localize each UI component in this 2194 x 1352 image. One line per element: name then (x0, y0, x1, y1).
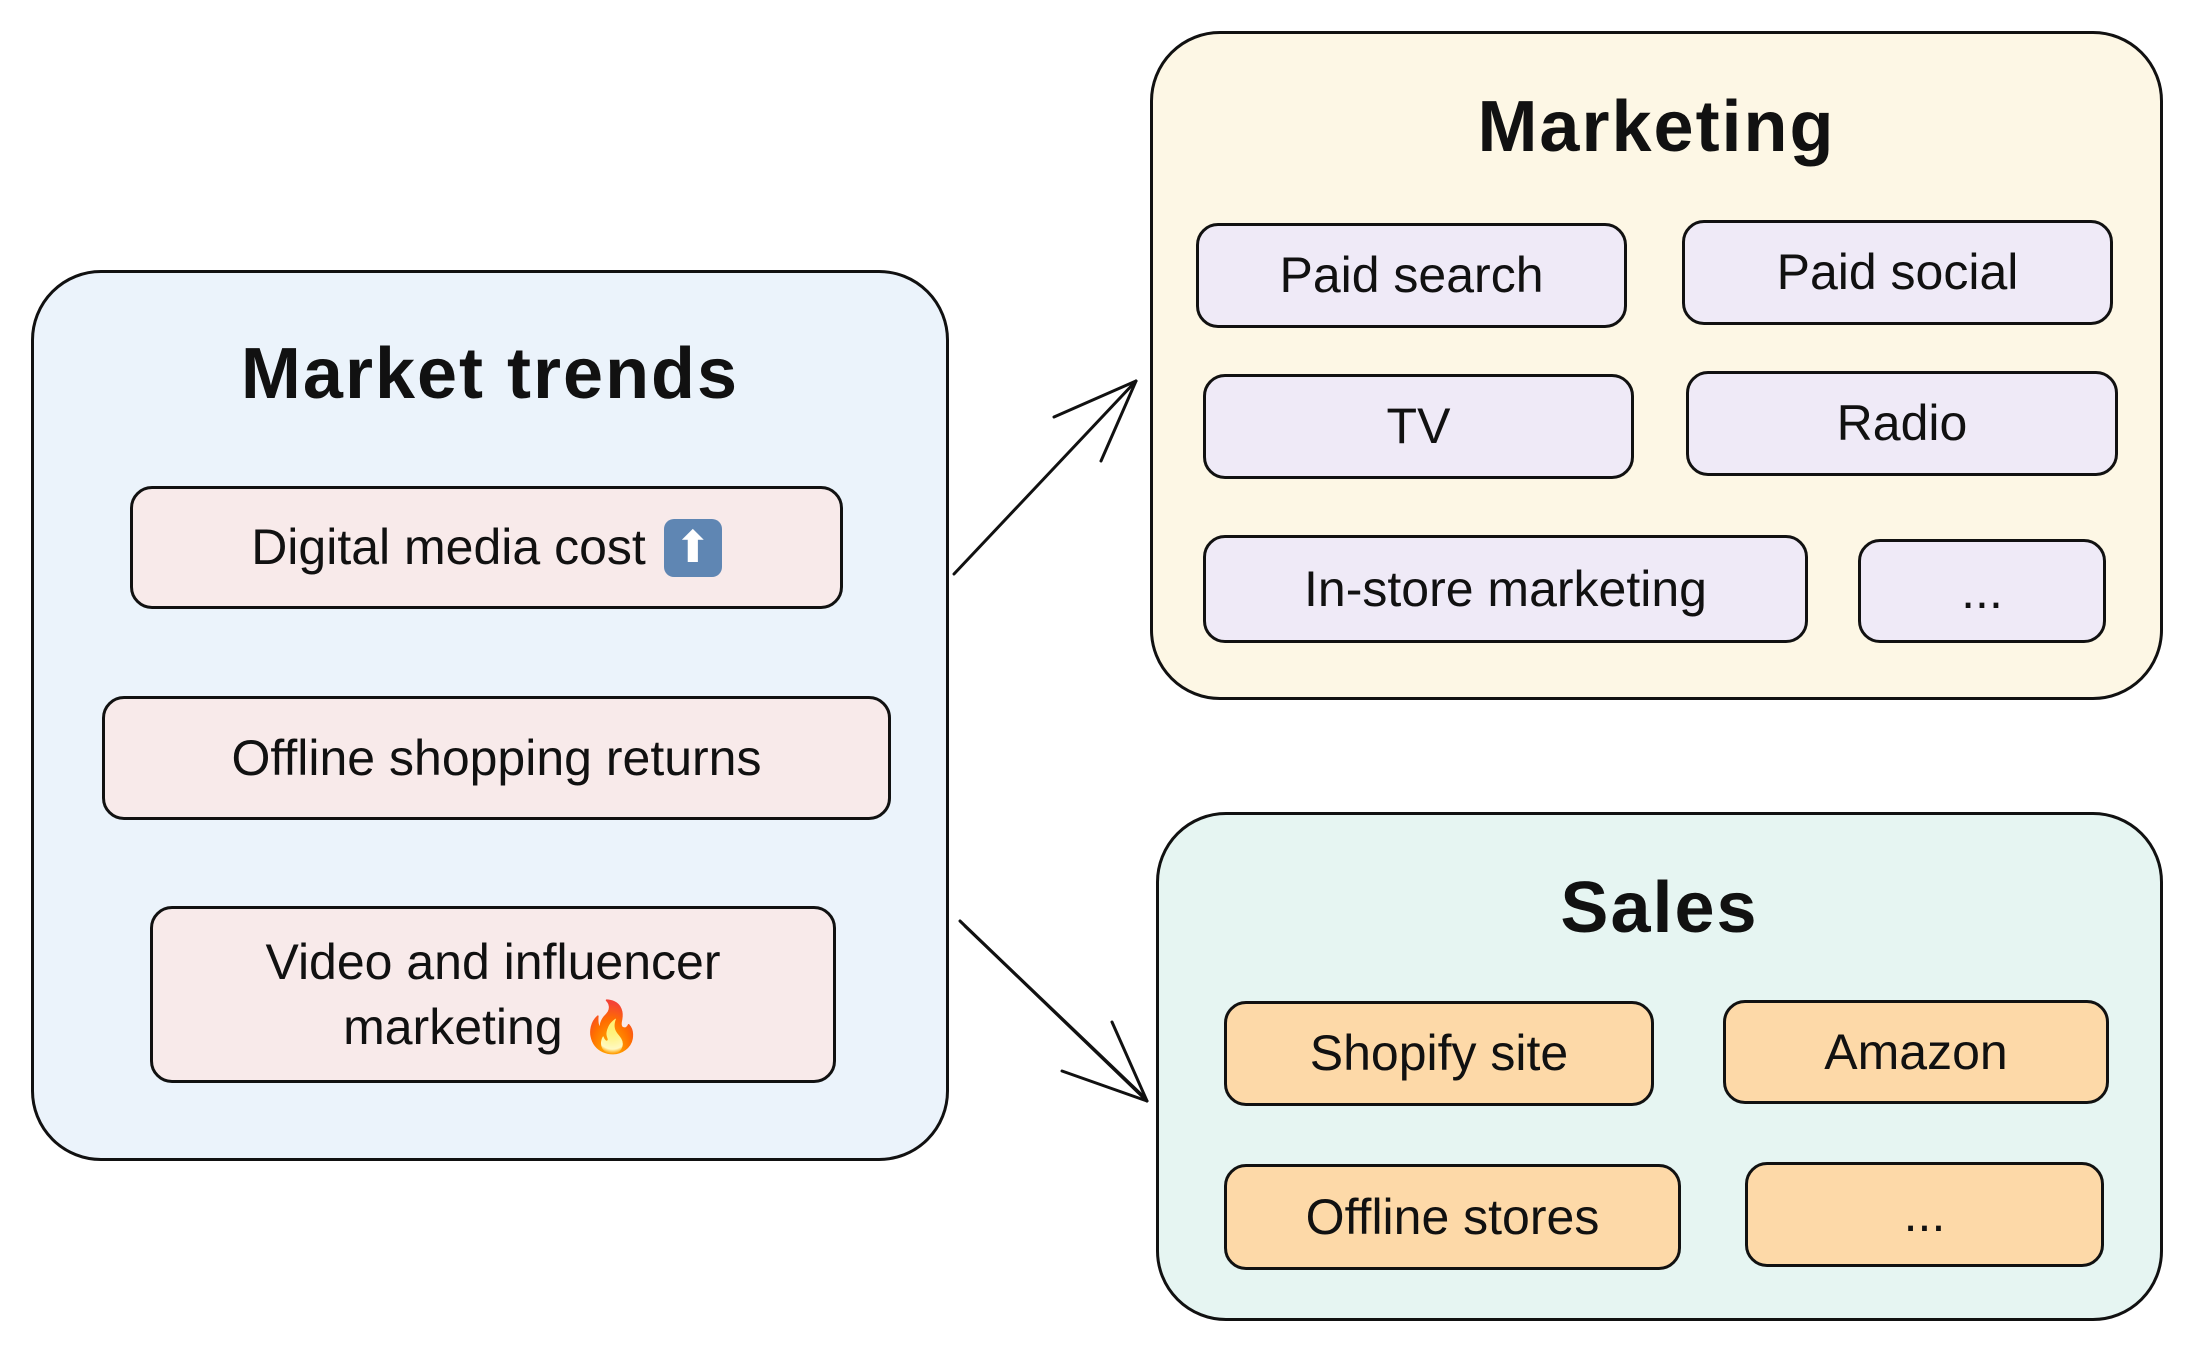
item-digital-media-cost: Digital media cost ⬆ (130, 486, 843, 609)
marketing-panel: Marketing Paid search Paid social TV Rad… (1150, 31, 2163, 700)
sales-panel: Sales Shopify site Amazon Offline stores… (1156, 812, 2163, 1321)
item-more-sales: ... (1745, 1162, 2104, 1267)
item-label: Offline shopping returns (231, 729, 762, 786)
item-radio: Radio (1686, 371, 2118, 476)
item-label: Digital media cost (251, 519, 646, 575)
item-paid-social: Paid social (1682, 220, 2113, 325)
item-tv: TV (1203, 374, 1634, 479)
arrow-to-sales (958, 919, 1149, 1103)
item-offline-shopping-returns: Offline shopping returns (102, 696, 891, 820)
arrow-up-icon: ⬆ (663, 518, 722, 577)
market-trends-title: Market trends (240, 334, 740, 414)
item-label: Video and influencer marketing (265, 933, 721, 1055)
item-more-marketing: ... (1858, 539, 2106, 643)
sales-title: Sales (1560, 868, 1759, 948)
item-paid-search: Paid search (1196, 223, 1627, 328)
item-in-store-marketing: In-store marketing (1203, 535, 1808, 643)
arrow-to-marketing (952, 379, 1138, 576)
item-offline-stores: Offline stores (1224, 1164, 1681, 1270)
item-video-influencer-marketing: Video and influencer marketing🔥 (150, 906, 836, 1083)
item-amazon: Amazon (1723, 1000, 2109, 1104)
marketing-title: Marketing (1477, 87, 1836, 167)
item-shopify-site: Shopify site (1224, 1001, 1654, 1106)
market-trends-panel: Market trends Digital media cost ⬆ Offli… (31, 270, 949, 1161)
fire-icon: 🔥 (580, 998, 643, 1055)
